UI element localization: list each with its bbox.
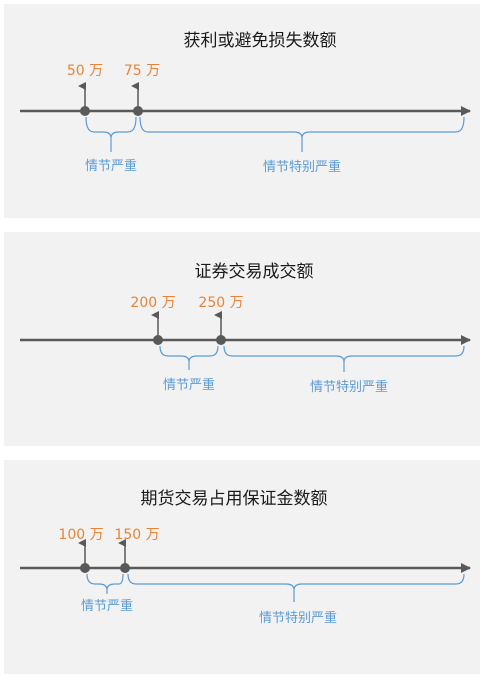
panel-2: 证券交易成交额 200 万 250 万 情节严重 情节特别严重 — [4, 232, 480, 446]
range-label-1: 情节严重 — [85, 158, 137, 174]
panel-1: 获利或避免损失数额 50 万 75 万 情节严重 情节特别严重 — [4, 4, 480, 218]
panel-title: 期货交易占用保证金数额 — [141, 489, 328, 509]
range-bracket-1 — [85, 116, 137, 139]
panel-1-diagram: 获利或避免损失数额 50 万 75 万 情节严重 情节特别严重 — [20, 31, 471, 175]
range-bracket-1 — [86, 573, 124, 591]
threshold-value-1: 50 万 — [67, 63, 103, 79]
panel-2-diagram: 证券交易成交额 200 万 250 万 情节严重 情节特别严重 — [20, 262, 471, 395]
threshold-point-1 — [80, 563, 90, 573]
range-bracket-1 — [159, 345, 219, 363]
range-bracket-2 — [127, 573, 465, 591]
threshold-point-1 — [153, 335, 163, 345]
range-label-1: 情节严重 — [81, 598, 133, 614]
threshold-point-2 — [120, 563, 130, 573]
range-bracket-2 — [139, 116, 465, 139]
threshold-value-1: 100 万 — [58, 527, 103, 543]
panel-3: 期货交易占用保证金数额 100 万 150 万 情节严重 情节特别严重 — [4, 460, 480, 674]
threshold-point-1 — [80, 106, 90, 116]
threshold-point-2 — [216, 335, 226, 345]
range-label-2: 情节特别严重 — [310, 379, 388, 395]
threshold-value-2: 75 万 — [124, 63, 160, 79]
panel-title: 获利或避免损失数额 — [184, 31, 337, 51]
threshold-value-2: 150 万 — [114, 527, 159, 543]
range-label-2: 情节特别严重 — [263, 159, 341, 175]
panel-3-diagram: 期货交易占用保证金数额 100 万 150 万 情节严重 情节特别严重 — [20, 489, 471, 626]
range-label-2: 情节特别严重 — [259, 610, 337, 626]
threshold-value-1: 200 万 — [130, 295, 175, 311]
threshold-value-2: 250 万 — [198, 295, 243, 311]
range-label-1: 情节严重 — [163, 377, 215, 393]
range-bracket-2 — [223, 345, 465, 363]
threshold-point-2 — [133, 106, 143, 116]
panel-title: 证券交易成交额 — [195, 262, 314, 282]
